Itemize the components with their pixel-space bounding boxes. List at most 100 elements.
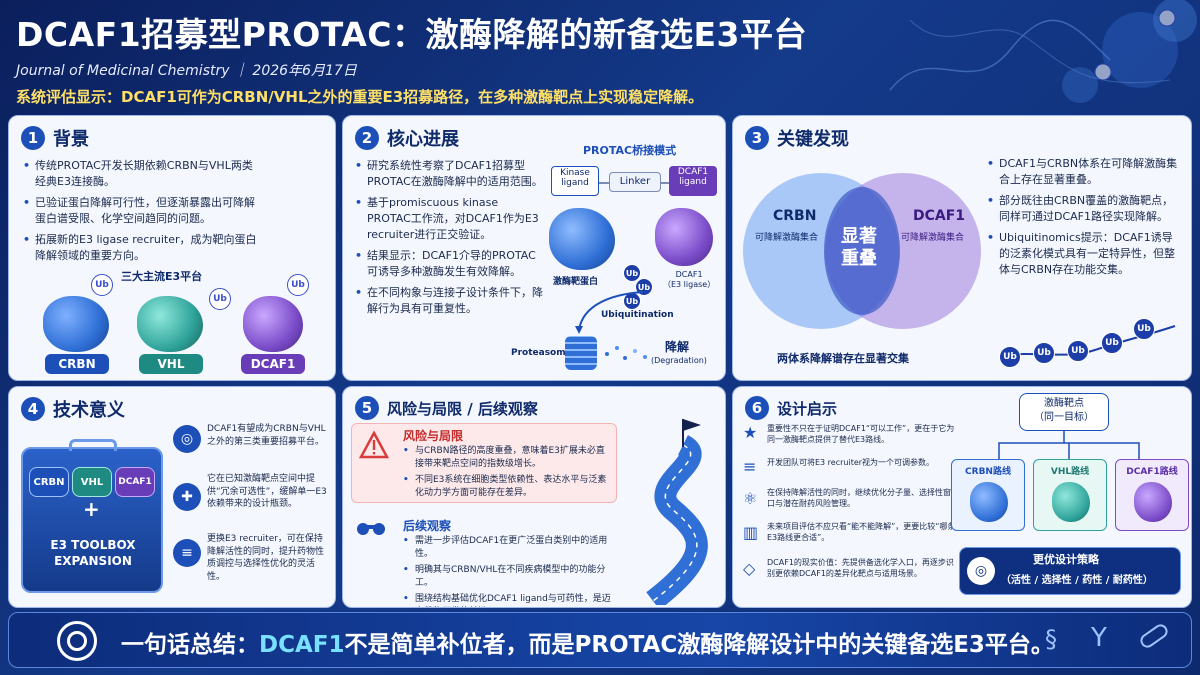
footer-highlight: DCAF1 xyxy=(259,632,345,658)
dcaf1-e3-protein xyxy=(655,208,713,266)
bullet-item: 已验证蛋白降解可行性，但逐渐暴露出可降解蛋白谱受限、化学空间趋同的问题。 xyxy=(23,195,263,227)
design-item: 开发团队可将E3 recruiter视为一个可调参数。 xyxy=(767,458,935,467)
proteasome-icon xyxy=(565,336,597,370)
follow-item: 围绕结构基础优化DCAF1 ligand与可药性，是迈向药物开发的关键。 xyxy=(403,593,617,607)
panel-number: 3 xyxy=(745,126,769,150)
degradation-label: 降解 xyxy=(665,340,690,354)
toolbox-chip-crbn: CRBN xyxy=(29,467,69,497)
strategy-box xyxy=(959,547,1181,595)
platform-chip-dcaf1: DCAF1 xyxy=(241,354,305,374)
route-label: DCAF1路线 xyxy=(1126,467,1178,477)
ubiquitin-icon: Ub xyxy=(91,274,113,296)
ubiquitin-icon: Ub xyxy=(1101,332,1123,354)
panel-findings: 3 关键发现 CRBN 可降解激酶集合 DCAF1 可降解激酶集合 显著 重叠 … xyxy=(732,115,1192,381)
chart-icon: ▥ xyxy=(743,523,759,542)
bullet-item: 拓展新的E3 ligase recruiter，成为靶向蛋白降解领域的重要方向。 xyxy=(23,232,263,264)
dcaf1-protein-icon xyxy=(243,296,303,352)
page-header: DCAF1招募型PROTAC：激酶降解的新备选E3平台 Journal of M… xyxy=(16,8,876,107)
e3-label: DCAF1 （E3 ligase） xyxy=(663,270,716,289)
molecule-icon: ⚛ xyxy=(743,489,758,508)
footer-prefix: 一句话总结： xyxy=(121,632,259,658)
target-icon: ◎ xyxy=(967,557,995,585)
panel-significance: 4 技术意义 CRBN VHL DCAF1 + E3 TOOLBOX EXPAN… xyxy=(8,386,336,608)
route-card-vhl: VHL路线 xyxy=(1033,459,1107,531)
connector-line xyxy=(661,182,669,184)
platforms-title: 三大主流E3平台 xyxy=(121,270,203,283)
sliders-icon: ≡ xyxy=(173,539,201,567)
bullet-item: 传统PROTAC开发长期依赖CRBN与VHL两类经典E3连接酶。 xyxy=(23,158,263,190)
panel-risks: 5 风险与局限 / 后续观察 风险与局限 与CRBN路径的高度重叠，意味着E3扩… xyxy=(342,386,726,608)
bullet-item: 部分既往由CRBN覆盖的激酶靶点，同样可通过DCAF1路径实现降解。 xyxy=(987,193,1183,225)
toolbox-plus: + xyxy=(83,497,100,521)
risk-title: 风险与局限 xyxy=(403,429,464,443)
crbn-protein-icon xyxy=(970,482,1008,522)
toolbox-handle xyxy=(69,439,117,451)
diamond-icon: ◇ xyxy=(743,559,756,578)
strategy-title: 更优设计策略 xyxy=(1033,553,1099,566)
venn-caption: 两体系降解谱存在显著交集 xyxy=(777,352,909,365)
ubiquitin-chain-line xyxy=(1002,325,1176,357)
bullet-item: Ubiquitinomics提示：DCAF1诱导的泛素化模式具有一定特异性，但整… xyxy=(987,230,1183,278)
follow-title: 后续观察 xyxy=(403,519,452,533)
bullet-item: DCAF1与CRBN体系在可降解激酶集合上存在显著重叠。 xyxy=(987,156,1183,188)
page-title: DCAF1招募型PROTAC：激酶降解的新备选E3平台 xyxy=(16,15,808,54)
panel-title: 风险与局限 / 后续观察 xyxy=(387,399,538,418)
connector-line xyxy=(599,182,609,184)
platform-chip-vhl: VHL xyxy=(139,354,203,374)
kinase-target-protein xyxy=(549,208,615,270)
vhl-protein-icon xyxy=(1052,482,1090,522)
toolbox-chip-dcaf1: DCAF1 xyxy=(115,467,155,497)
risk-item: 与CRBN路径的高度重叠，意味着E3扩展未必直接带来靶点空间的指数级增长。 xyxy=(403,445,611,471)
footer-summary: 一句话总结：DCAF1不是简单补位者，而是PROTAC激酶降解设计中的关键备选E… xyxy=(8,612,1192,668)
platform-chip-crbn: CRBN xyxy=(45,354,109,374)
strategy-sub: （活性 / 选择性 / 药性 / 耐药性） xyxy=(1001,575,1153,586)
venn-crbn-label: CRBN xyxy=(773,208,817,224)
target-box: 激酶靶点 （同一目标） xyxy=(1019,393,1109,431)
puzzle-icon: ✚ xyxy=(173,483,201,511)
panel-progress: 2 核心进展 研究系统性考察了DCAF1招募型PROTAC在激酶降解中的适用范围… xyxy=(342,115,726,381)
ubiquitin-icon: Ub xyxy=(1133,318,1155,340)
mode-title: PROTAC桥接模式 xyxy=(583,144,677,157)
bullet-item: 在不同构象与连接子设计条件下，降解行为具有可重复性。 xyxy=(355,285,543,317)
design-item: DCAF1的现实价值：先提供备选化学入口，再逐步识别更依赖DCAF1的差异化靶点… xyxy=(767,558,954,579)
panel-title: 技术意义 xyxy=(53,400,125,421)
degradation-en-label: (Degradation) xyxy=(651,356,707,365)
venn-dcaf1-label: DCAF1 xyxy=(913,208,966,224)
significance-item: 它在已知激酶靶点空间中提供“冗余可选性”，缓解单一E3依赖带来的设计瓶颈。 xyxy=(207,474,327,510)
follow-item: 明确其与CRBN/VHL在不同疾病模型中的功能分工。 xyxy=(403,564,617,590)
venn-overlap-label: 显著 重叠 xyxy=(841,226,877,269)
panel-background: 1 背景 传统PROTAC开发长期依赖CRBN与VHL两类经典E3连接酶。 已验… xyxy=(8,115,336,381)
target-label: 激酶靶蛋白 xyxy=(553,277,599,287)
kinase-ligand-box: Kinase ligand xyxy=(551,166,599,196)
design-item: 未来项目评估不应只看“能不能降解”，更要比较“哪条E3路线更合适”。 xyxy=(767,522,956,543)
ubiquitin-icon: Ub xyxy=(999,346,1021,368)
venn-dcaf1-sub: 可降解激酶集合 xyxy=(901,233,965,243)
ubiquitination-label: Ubiquitination xyxy=(601,310,674,320)
bullet-item: 结果显示：DCAF1介导的PROTAC可诱导多种激酶发生有效降解。 xyxy=(355,248,543,280)
route-card-dcaf1: DCAF1路线 xyxy=(1115,459,1189,531)
venn-diagram xyxy=(743,173,981,329)
degradation-fragments-icon xyxy=(605,346,647,360)
design-item: 在保持降解活性的同时，继续优化分子量、选择性窗口与潜在耐药风险管理。 xyxy=(767,488,951,509)
road-flag-icon xyxy=(646,419,708,605)
binoculars-icon xyxy=(357,519,387,537)
panel-title: 背景 xyxy=(53,129,89,150)
ubiquitination-arrow xyxy=(575,291,644,334)
ubiquitin-icon: Ub xyxy=(287,274,309,296)
bullet-item: 基于promiscuous kinase PROTAC工作流，对DCAF1作为E… xyxy=(355,195,543,243)
panel-number: 4 xyxy=(21,397,45,421)
dcaf1-ligand-box: DCAF1 ligand xyxy=(669,166,717,196)
route-card-crbn: CRBN路线 xyxy=(951,459,1025,531)
target-icon: ◎ xyxy=(173,425,201,453)
dcaf1-protein-icon xyxy=(1134,482,1172,522)
sliders-icon: ≡ xyxy=(743,457,757,476)
crbn-protein-icon xyxy=(43,296,109,352)
panel-number: 5 xyxy=(355,396,379,420)
key-summary: 系统评估显示：DCAF1可作为CRBN/VHL之外的重要E3招募路径，在多种激酶… xyxy=(16,88,704,106)
route-label: CRBN路线 xyxy=(965,467,1011,477)
toolbox-label: E3 TOOLBOX EXPANSION xyxy=(50,538,136,569)
significance-item: 更换E3 recruiter，可在保持降解活性的同时，提升药物性质调控与选择性优… xyxy=(207,534,325,582)
star-icon: ★ xyxy=(743,423,758,442)
target-icon xyxy=(57,621,97,661)
follow-item: 需进一步评估DCAF1在更广泛蛋白类别中的适用性。 xyxy=(403,535,617,561)
